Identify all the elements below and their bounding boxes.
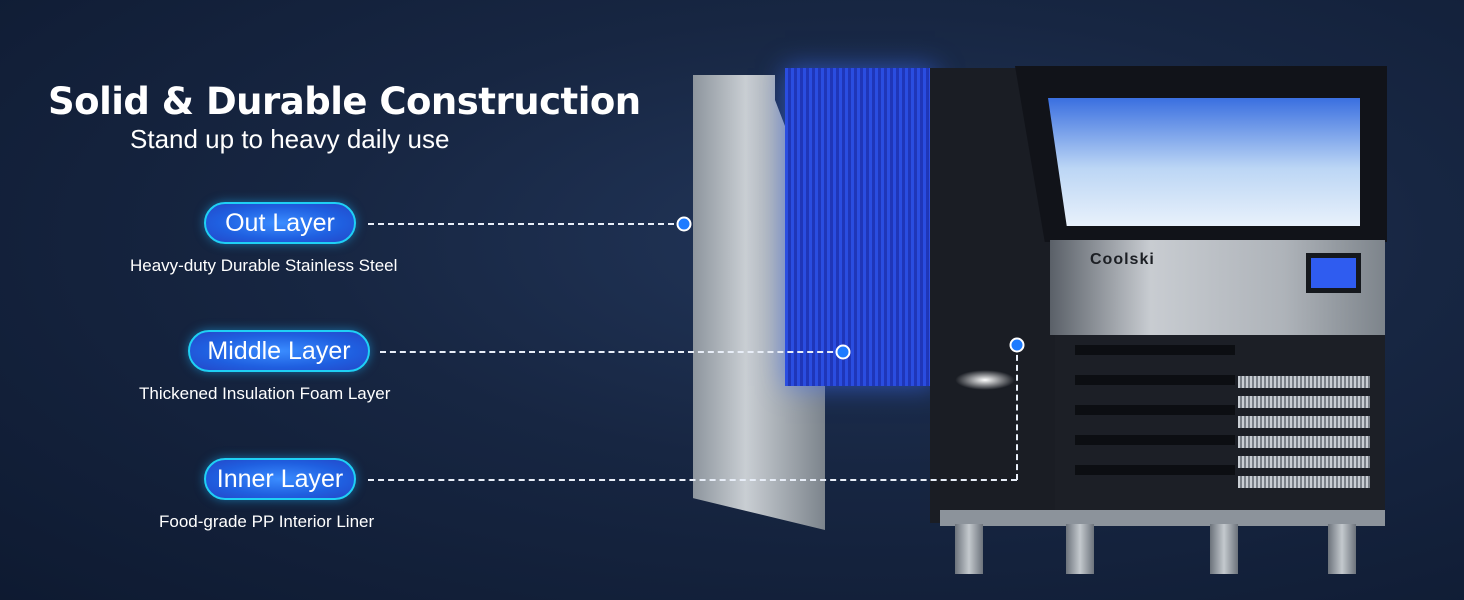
machine-base xyxy=(940,510,1385,526)
inner-layer-marker-dot xyxy=(1009,337,1025,353)
machine-leg xyxy=(1066,524,1094,574)
louver xyxy=(1075,375,1235,385)
machine-leg xyxy=(955,524,983,574)
out-layer-marker-dot xyxy=(676,216,692,232)
ice-bin-window xyxy=(1048,98,1360,226)
middle-layer-leader-line xyxy=(380,351,843,353)
middle-layer-marker-dot xyxy=(835,344,851,360)
vent-grille xyxy=(1238,456,1370,468)
inner-layer-leader-line xyxy=(368,479,1017,481)
out-layer-description: Heavy-duty Durable Stainless Steel xyxy=(130,256,398,275)
out-layer-label: Out Layer xyxy=(204,202,356,244)
light-glow xyxy=(955,370,1015,390)
middle-layer-description: Thickened Insulation Foam Layer xyxy=(139,384,391,403)
machine-leg xyxy=(1210,524,1238,574)
insulation-foam-layer xyxy=(785,68,935,386)
vent-grille xyxy=(1238,416,1370,428)
inner-layer-leader-line-vertical xyxy=(1016,345,1018,480)
louver xyxy=(1075,345,1235,355)
vent-grille xyxy=(1238,476,1370,488)
page-subtitle: Stand up to heavy daily use xyxy=(130,124,450,154)
machine-leg xyxy=(1328,524,1356,574)
control-display xyxy=(1306,253,1361,293)
vent-grille xyxy=(1238,376,1370,388)
out-layer-leader-line xyxy=(368,223,684,225)
vent-grille xyxy=(1238,436,1370,448)
inner-layer-description: Food-grade PP Interior Liner xyxy=(159,512,375,531)
louver xyxy=(1075,405,1235,415)
louver xyxy=(1075,465,1235,475)
page-title: Solid & Durable Construction xyxy=(48,80,641,123)
inner-layer-label: Inner Layer xyxy=(204,458,356,500)
brand-logo: Coolski xyxy=(1090,251,1155,268)
middle-layer-label: Middle Layer xyxy=(188,330,370,372)
louver xyxy=(1075,435,1235,445)
vent-grille xyxy=(1238,396,1370,408)
